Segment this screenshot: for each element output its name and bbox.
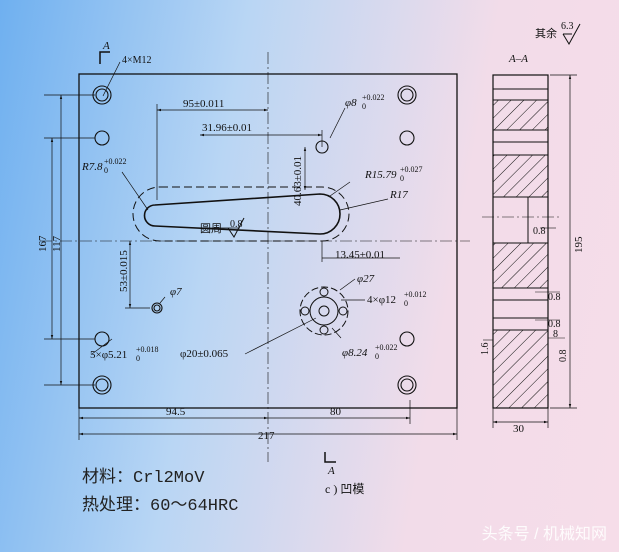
svg-text:0: 0	[362, 102, 366, 111]
svg-text:+0.012: +0.012	[404, 290, 427, 299]
svg-text:5×φ5.21: 5×φ5.21	[90, 349, 127, 361]
roughness-label: 其余	[535, 26, 557, 40]
svg-text:0: 0	[104, 166, 108, 175]
svg-text:117: 117	[51, 235, 63, 252]
dimension-labels: 95±0.011 31.96±0.01 φ8 +0.022 0 R7.8 +0.…	[37, 93, 585, 442]
svg-text:94.5: 94.5	[166, 406, 186, 418]
svg-text:A: A	[327, 465, 335, 477]
svg-text:0.8: 0.8	[558, 350, 569, 363]
svg-text:0: 0	[404, 299, 408, 308]
svg-text:φ27: φ27	[357, 273, 375, 285]
svg-text:0: 0	[400, 174, 404, 183]
svg-text:+0.022: +0.022	[104, 157, 127, 166]
thread-label: 4×M12	[122, 55, 152, 66]
svg-text:+0.022: +0.022	[375, 343, 398, 352]
svg-text:8: 8	[553, 329, 558, 340]
svg-text:+0.018: +0.018	[136, 345, 159, 354]
svg-text:φ7: φ7	[170, 286, 182, 298]
svg-text:0.8: 0.8	[533, 226, 546, 237]
svg-text:53±0.015: 53±0.015	[118, 250, 130, 292]
svg-text:167: 167	[37, 235, 49, 252]
roughness-symbol: 其余 6.3	[535, 21, 581, 46]
punch-slot	[132, 186, 350, 242]
slot-roughness	[200, 217, 245, 238]
svg-text:A: A	[102, 40, 110, 52]
pilot-hole-group	[299, 286, 349, 336]
figure-caption: c ) 凹模	[325, 482, 365, 496]
svg-text:4×φ12: 4×φ12	[367, 294, 396, 306]
svg-text:R17: R17	[389, 189, 408, 201]
material-note: 材料：Crl2MoV	[82, 469, 205, 488]
svg-text:31.96±0.01: 31.96±0.01	[202, 122, 252, 134]
svg-text:30: 30	[513, 423, 525, 435]
svg-text:80: 80	[330, 406, 342, 418]
heat-treatment-note: 热处理：60～64HRC	[82, 497, 239, 516]
svg-text:R15.79: R15.79	[364, 169, 397, 181]
svg-text:1.6: 1.6	[480, 343, 491, 356]
svg-text:40.63±0.01: 40.63±0.01	[292, 156, 304, 206]
svg-text:φ20±0.065: φ20±0.065	[180, 348, 229, 360]
section-arrow-top: A	[99, 40, 110, 64]
svg-text:13.45±0.01: 13.45±0.01	[335, 249, 385, 261]
svg-text:+0.022: +0.022	[362, 93, 385, 102]
svg-text:+0.027: +0.027	[400, 165, 423, 174]
svg-text:R7.8: R7.8	[81, 161, 103, 173]
svg-text:0.8: 0.8	[548, 319, 561, 330]
svg-text:217: 217	[258, 430, 275, 442]
watermark: 头条号 / 机械知网	[481, 526, 607, 543]
svg-text:0: 0	[375, 352, 379, 361]
svg-text:0.8: 0.8	[230, 219, 243, 230]
svg-text:95±0.011: 95±0.011	[183, 98, 224, 110]
svg-text:195: 195	[573, 236, 585, 253]
svg-text:0.8: 0.8	[548, 292, 561, 303]
svg-text:φ8: φ8	[345, 97, 357, 109]
svg-text:0: 0	[136, 354, 140, 363]
section-view	[483, 74, 565, 409]
svg-text:圆周: 圆周	[200, 222, 222, 235]
section-arrow-bottom: A	[324, 452, 336, 477]
section-label: A–A	[508, 53, 528, 65]
svg-text:φ8.24: φ8.24	[342, 347, 368, 359]
roughness-value: 6.3	[561, 21, 574, 32]
